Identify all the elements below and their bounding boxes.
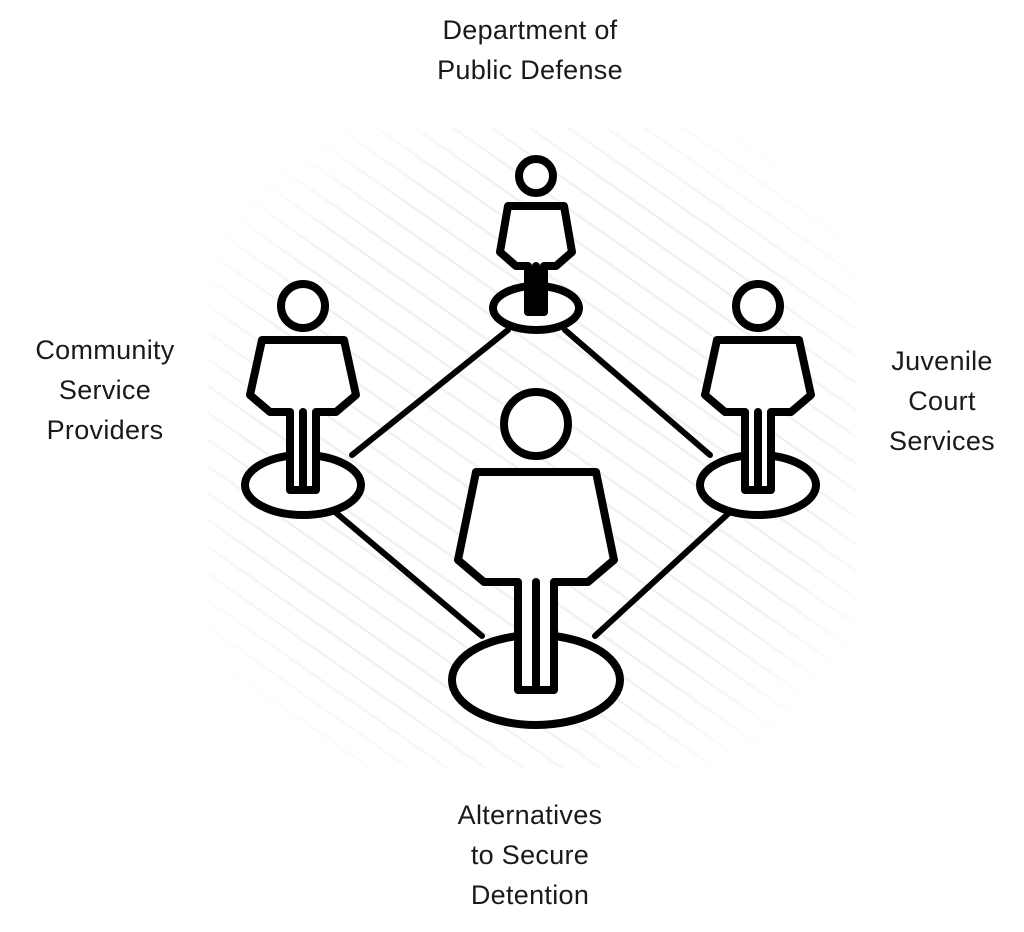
person-icon	[701, 280, 815, 494]
label-line: Juvenile	[891, 346, 993, 376]
label-line: Department of	[442, 15, 618, 45]
person-icon	[496, 155, 576, 316]
node-label-alternatives-to-secure-detention: Alternatives to Secure Detention	[400, 795, 660, 915]
connection-line	[592, 509, 733, 639]
label-line: Providers	[46, 415, 164, 445]
label-line: Detention	[470, 880, 590, 910]
label-line: to Secure	[470, 840, 590, 870]
person-icon	[246, 280, 360, 494]
label-line: Service	[58, 375, 152, 405]
label-line: Alternatives	[457, 800, 603, 830]
node-label-department-of-public-defense: Department of Public Defense	[380, 10, 680, 90]
label-line: Court	[908, 386, 976, 416]
node-label-juvenile-court-services: Juvenile Court Services	[852, 341, 1024, 461]
person-icon	[454, 388, 618, 694]
connection-line	[349, 327, 511, 458]
label-line: Services	[889, 426, 995, 456]
label-line: Public Defense	[437, 55, 623, 85]
label-line: Community	[35, 335, 175, 365]
connection-line	[562, 327, 713, 458]
connection-lines	[332, 327, 733, 639]
node-label-community-service-providers: Community Service Providers	[0, 330, 210, 450]
connection-line	[332, 509, 485, 639]
